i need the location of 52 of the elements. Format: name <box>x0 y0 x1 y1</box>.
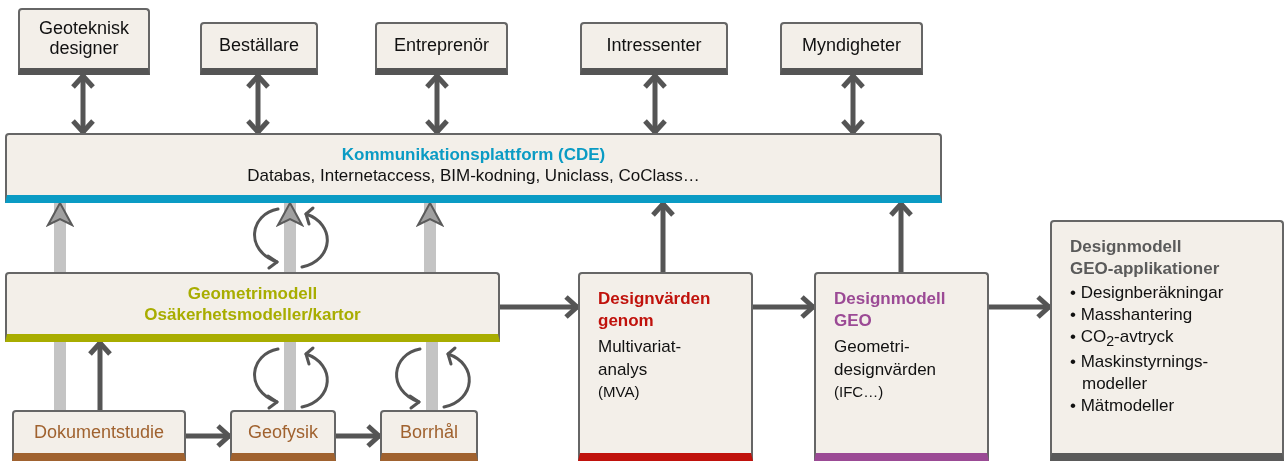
box-heading: Designvärden genom <box>598 288 712 333</box>
box-text: Multivariat- analys <box>598 336 683 382</box>
arrow <box>277 202 303 272</box>
arrow <box>642 73 668 135</box>
box-label: Myndigheter <box>800 36 903 56</box>
box-label: Dokumentstudie <box>33 422 165 443</box>
process-box <box>814 272 989 461</box>
box-label: Geoteknisk designer <box>37 19 130 59</box>
box-heading: Designmodell GEO-applikationer <box>1070 236 1220 281</box>
arrow <box>87 340 113 410</box>
list-item: • Designberäkningar <box>1070 282 1225 305</box>
box-label: Geofysik <box>248 422 318 443</box>
arrow <box>500 294 580 320</box>
box-label: Intressenter <box>605 36 703 56</box>
box-text: Geometri- designvärden <box>834 336 938 382</box>
process-box <box>5 133 942 203</box>
process-box <box>380 410 478 461</box>
arrow <box>888 201 914 272</box>
process-box <box>12 410 186 461</box>
arrow <box>424 73 450 135</box>
list-item: • Mätmodeller <box>1070 395 1176 418</box>
arrow <box>336 423 382 449</box>
process-box <box>5 272 500 342</box>
box-label: Borrhål <box>400 422 458 443</box>
process-box <box>578 272 753 461</box>
arrow <box>47 202 73 272</box>
box-heading: Geometrimodell Osäkerhetsmodeller/kartor <box>143 282 362 326</box>
process-box <box>1050 220 1284 461</box>
list-item: • CO$_{2}$-avtryck <box>1070 326 1175 352</box>
box-text: (MVA) <box>598 382 640 403</box>
arrow <box>186 423 232 449</box>
box-text: (IFC…) <box>834 382 884 403</box>
arrow <box>840 73 866 135</box>
process-box <box>18 8 150 75</box>
arrow <box>989 294 1052 320</box>
box-heading: Kommunikationsplattform (CDE) <box>341 143 606 165</box>
arrow <box>753 294 816 320</box>
box-text: Databas, Internetaccess, BIM-kodning, Uniclass, CoClass… <box>247 165 700 187</box>
arrow <box>245 73 271 135</box>
process-box <box>780 22 923 75</box>
arrow <box>417 202 443 272</box>
list-item: • Maskinstyrnings- modeller <box>1070 351 1210 396</box>
box-label: Entreprenör <box>392 36 491 56</box>
box-label: Beställare <box>217 36 300 56</box>
process-box <box>375 22 508 75</box>
list-item: • Masshantering <box>1070 304 1194 327</box>
process-box <box>200 22 318 75</box>
arrow <box>70 73 96 135</box>
process-box <box>230 410 336 461</box>
box-heading: Designmodell GEO <box>834 288 947 333</box>
arrow <box>650 201 676 272</box>
process-box <box>580 22 728 75</box>
